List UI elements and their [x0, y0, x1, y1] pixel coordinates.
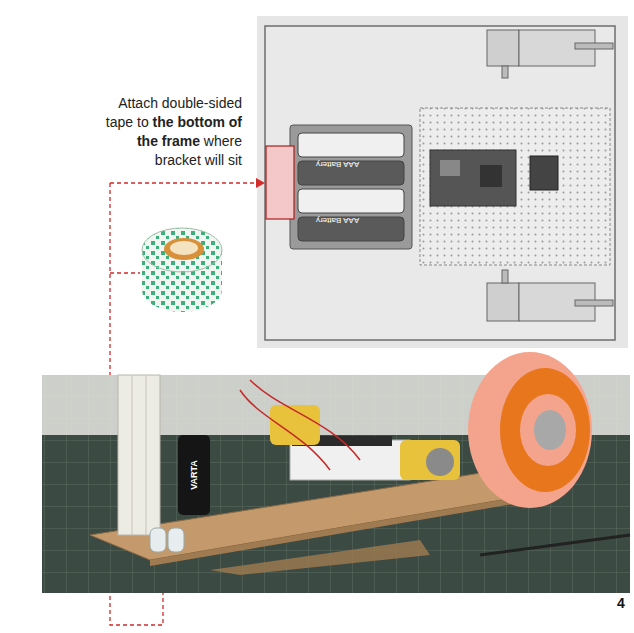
instruction-text: Attach double-sided tape to the bottom o… — [88, 94, 242, 170]
battery-label: AAA Battery — [316, 216, 359, 225]
robot-photo — [42, 352, 630, 593]
battery-label: AAA Battery — [316, 160, 359, 169]
tape-roll — [142, 228, 222, 312]
frame-diagram — [257, 16, 628, 348]
arrowhead — [256, 178, 265, 188]
page-number: 4 — [617, 595, 625, 611]
battery-brand: VARTA — [189, 460, 199, 490]
